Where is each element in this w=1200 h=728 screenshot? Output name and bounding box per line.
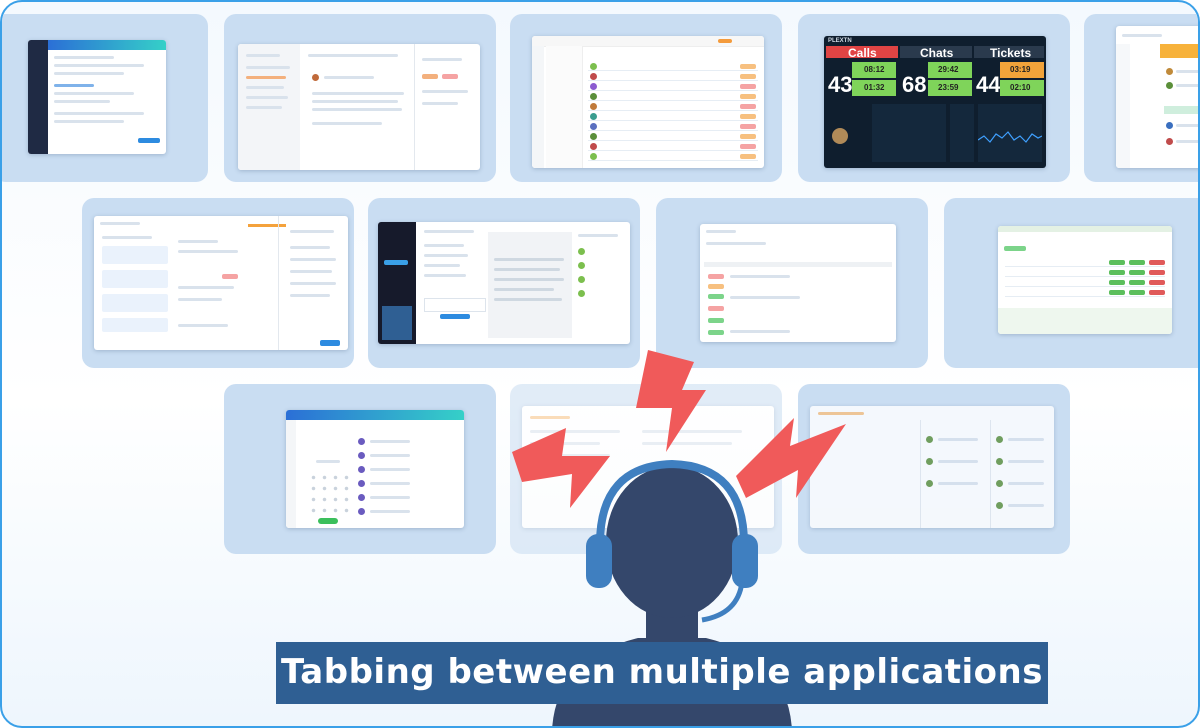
app-screenshot-9	[998, 226, 1172, 334]
tickets-stat-1: 03:19	[1010, 65, 1031, 74]
app-screenshot-6	[94, 216, 348, 350]
app-screenshot-2	[238, 44, 480, 170]
calls-stat-2: 01:32	[864, 83, 885, 92]
chats-stat-1: 29:42	[938, 65, 959, 74]
app-tile-4: PLEXTN Calls Chats Tickets 43 08:12 01:3…	[798, 14, 1070, 182]
lightning-bolt-icon	[736, 418, 846, 498]
tickets-stat-2: 02:10	[1010, 83, 1031, 92]
calls-stat-1: 08:12	[864, 65, 885, 74]
app-tile-12	[798, 384, 1070, 554]
lightning-bolt-icon	[636, 350, 706, 452]
chats-stat-2: 23:59	[938, 83, 959, 92]
chats-label: Chats	[920, 46, 954, 60]
app-screenshot-8	[700, 224, 896, 342]
app-tile-10	[224, 384, 496, 554]
app-tile-2	[224, 14, 496, 182]
chats-value: 68	[902, 72, 927, 97]
app-tile-5	[1084, 14, 1198, 182]
app-screenshot-7	[378, 222, 630, 344]
caption-text: Tabbing between multiple applications	[280, 652, 1043, 692]
dashboard-screenshot: PLEXTN Calls Chats Tickets 43 08:12 01:3…	[824, 36, 1046, 168]
caption-banner: Tabbing between multiple applications	[276, 642, 1048, 704]
app-tile-3	[510, 14, 782, 182]
app-tile-7	[368, 198, 640, 368]
app-screenshot-3	[532, 36, 764, 168]
lightning-bolt-icon	[512, 428, 610, 508]
app-tile-6	[82, 198, 354, 368]
app-screenshot-1	[28, 40, 166, 154]
app-screenshot-10	[286, 410, 464, 528]
calls-label: Calls	[848, 46, 877, 60]
app-tile-8	[656, 198, 928, 368]
trend-line	[978, 131, 1042, 143]
dashboard-brand: PLEXTN	[828, 38, 852, 44]
app-tile-1	[2, 14, 208, 182]
app-tile-9	[944, 198, 1198, 368]
tickets-value: 44	[976, 72, 1001, 97]
app-screenshot-12	[810, 406, 1054, 528]
tickets-label: Tickets	[990, 46, 1032, 60]
app-screenshot-5	[1116, 26, 1198, 168]
calls-value: 43	[828, 72, 853, 97]
